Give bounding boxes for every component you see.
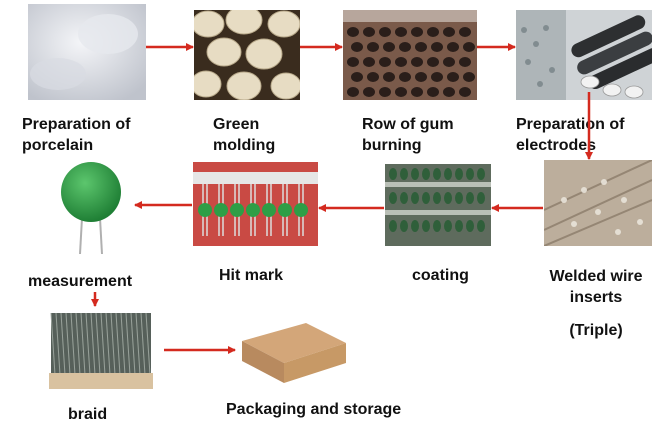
photo-green-molding [194,10,300,100]
label-hit-mark: Hit mark [219,267,284,284]
photo-measurement [50,158,134,254]
photo-packaging-box [236,313,350,389]
photo-gum-burning [343,10,477,100]
photo-coating [385,164,491,246]
label-coating: coating [412,267,469,284]
label-triple-note: (Triple) [569,322,623,339]
label-measurement: measurement [28,273,133,290]
marked-disc-row [198,184,308,236]
coated-disc-rows [389,168,485,232]
photo-hit-mark [193,162,318,246]
photo-welded-wire [544,160,652,246]
photo-braid [45,307,157,391]
label-braid: braid [68,406,108,423]
burning-disc-grid [347,27,475,97]
photo-electrodes [516,10,652,100]
label-packaging-and-storage: Packaging and storage [226,401,402,418]
photo-porcelain-powder [28,4,146,100]
